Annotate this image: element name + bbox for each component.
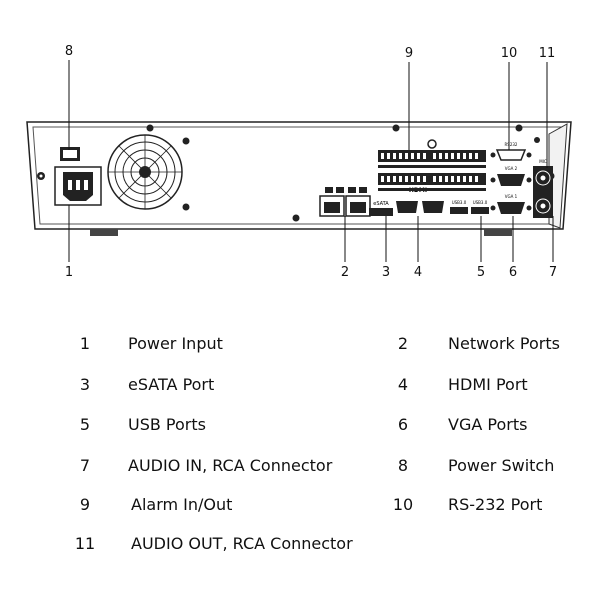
legend-label-7: AUDIO IN, RCA Connector — [128, 456, 333, 475]
callout-3: 3 — [382, 265, 390, 280]
rs232-port[interactable]: RS232 — [490, 142, 532, 161]
power-input-socket — [54, 166, 102, 206]
legend-num-9: 9 — [79, 495, 91, 514]
callout-1: 1 — [65, 265, 73, 280]
esata-port[interactable]: eSATA — [369, 201, 393, 216]
usb-label-a: USB3.0 — [452, 200, 467, 205]
legend-label-6: VGA Ports — [448, 415, 528, 434]
legend-label-4: HDMI Port — [448, 375, 528, 394]
callout-6: 6 — [509, 265, 517, 280]
callout-2: 2 — [341, 265, 349, 280]
vga2-label: VGA 2 — [505, 166, 518, 171]
legend-num-5: 5 — [79, 415, 91, 434]
rs232-label: RS232 — [505, 142, 518, 147]
usb-label-b: USB3.0 — [473, 200, 488, 205]
audio-label: MIC — [539, 159, 547, 164]
legend-label-1: Power Input — [128, 334, 223, 353]
esata-label: eSATA — [373, 201, 389, 207]
cooling-fan — [107, 134, 183, 210]
audio-rca-connectors[interactable]: MIC — [533, 159, 553, 218]
legend-label-8: Power Switch — [448, 456, 555, 475]
vga1-label: VGA 1 — [505, 194, 518, 199]
power-switch[interactable] — [60, 147, 80, 161]
callout-numbers: 8 9 10 11 1 2 3 4 5 6 7 — [65, 44, 557, 280]
vga-ports[interactable]: VGA 2 VGA 1 — [490, 166, 532, 214]
legend-num-2: 2 — [397, 334, 409, 353]
legend-num-11: 11 — [74, 534, 96, 553]
legend-num-7: 7 — [79, 456, 91, 475]
legend-num-10: 10 — [392, 495, 414, 514]
legend-num-6: 6 — [397, 415, 409, 434]
legend-label-2: Network Ports — [448, 334, 560, 353]
callout-11: 11 — [539, 46, 556, 61]
legend-num-3: 3 — [79, 375, 91, 394]
legend-label-10: RS-232 Port — [448, 495, 543, 514]
legend-num-8: 8 — [397, 456, 409, 475]
chassis-screws — [37, 124, 555, 222]
callout-5: 5 — [477, 265, 485, 280]
callout-7: 7 — [549, 265, 557, 280]
callout-10: 10 — [501, 46, 518, 61]
chassis-foot-right — [484, 229, 512, 236]
usb-ports[interactable]: USB3.0 USB3.0 — [450, 200, 489, 214]
callout-8: 8 — [65, 44, 73, 59]
chassis-foot-left — [90, 229, 118, 236]
rear-panel-diagram: eSATA HDMI USB3.0 USB3.0 RS232 VGA 2 — [26, 44, 572, 280]
legend-num-4: 4 — [397, 375, 409, 394]
alarm-terminal-blocks — [378, 139, 486, 191]
leader-lines — [68, 60, 554, 262]
legend-label-5: USB Ports — [128, 415, 206, 434]
callout-4: 4 — [414, 265, 422, 280]
network-ports[interactable] — [319, 187, 371, 217]
legend-num-1: 1 — [79, 334, 91, 353]
legend-label-11: AUDIO OUT, RCA Connector — [131, 534, 353, 553]
legend-label-9: Alarm In/Out — [131, 495, 233, 514]
callout-9: 9 — [405, 46, 413, 61]
legend-label-3: eSATA Port — [128, 375, 215, 394]
